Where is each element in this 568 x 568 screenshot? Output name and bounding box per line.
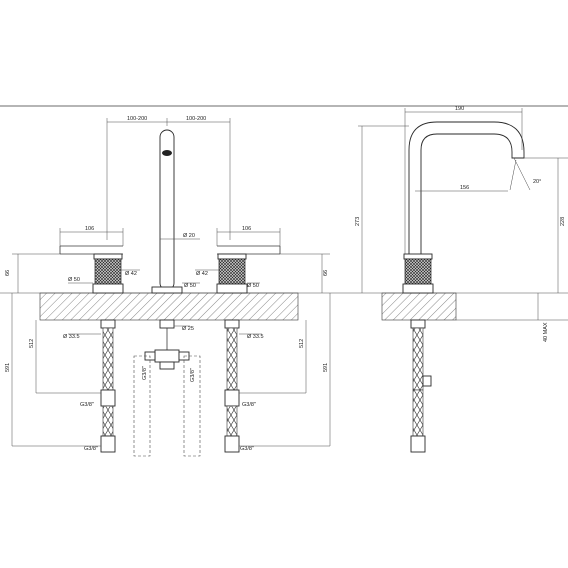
dim-hose-right: 512: [299, 339, 305, 348]
dim-base-dia-left: Ø 50: [68, 277, 80, 283]
tee-connector: [144, 349, 190, 370]
dim-tee-right: G3/8": [190, 368, 196, 382]
dim-shank-dia-center: Ø 25: [182, 326, 194, 332]
side-spout: [402, 121, 525, 453]
dim-spout-projection: 156: [460, 185, 469, 191]
side-dimension-lines: [358, 108, 568, 321]
dim-conn-left: G3/8": [80, 402, 94, 408]
dim-conn-right: G3/8": [242, 402, 256, 408]
dim-knob-dia-left: Ø 42: [125, 271, 137, 277]
dim-reach: 190: [455, 106, 464, 112]
dim-deck-max: 40 MAX: [543, 322, 549, 342]
dim-spread-right: 100-200: [186, 116, 206, 122]
dim-handle-width-right: 106: [242, 226, 251, 232]
dim-height-left: 66: [5, 270, 11, 276]
right-valve: [216, 245, 281, 453]
dim-outlet-height: 228: [560, 217, 566, 226]
left-valve: [59, 245, 124, 453]
dim-spout-height: 273: [355, 217, 361, 226]
deck-section-side: [381, 292, 457, 321]
dim-shank-dia-left: Ø 33.5: [63, 334, 80, 340]
dim-conn-bottom-left: G3/8": [84, 446, 98, 452]
dim-angle: 20°: [533, 179, 541, 185]
dim-total-left: 591: [5, 363, 11, 372]
dim-shank-dia-right: Ø 33.5: [247, 334, 264, 340]
dim-conn-bottom-right: G3/8": [240, 446, 254, 452]
dim-height-right: 66: [323, 270, 329, 276]
dim-base-dia-right: Ø 50: [247, 283, 259, 289]
dim-handle-width-left: 106: [85, 226, 94, 232]
dim-hose-left: 512: [29, 339, 35, 348]
dim-tee-left: G3/8": [142, 366, 148, 380]
center-spout: [151, 129, 183, 350]
dim-total-right: 591: [323, 363, 329, 372]
deck-section-front: [39, 292, 299, 321]
dim-spread-left: 100-200: [127, 116, 147, 122]
front-dimension-lines: [11, 118, 331, 447]
dim-spout-dia: Ø 20: [183, 233, 195, 239]
dim-knob-dia-right: Ø 42: [196, 271, 208, 277]
dim-base-dia-center: Ø 50: [184, 283, 196, 289]
